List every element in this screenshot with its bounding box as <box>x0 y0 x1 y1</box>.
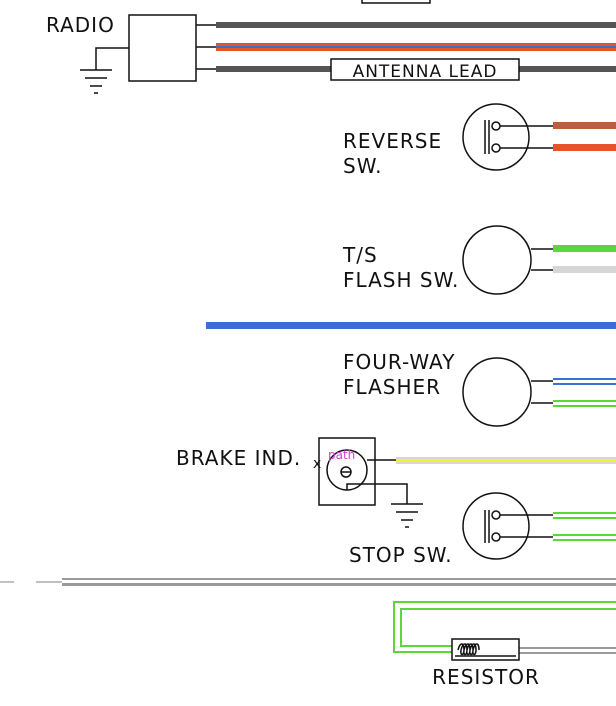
harness-wire-top <box>62 578 616 580</box>
stop-sw-label: STOP SW. <box>349 543 453 567</box>
switch-contact-icon <box>484 120 553 154</box>
four-way-flasher-body <box>462 357 532 427</box>
resistor-wire-gray-core <box>519 649 616 652</box>
resistor-loop-inner <box>400 608 616 647</box>
resistor-loop-outer <box>393 601 616 653</box>
stop-wire-1-core <box>553 514 616 517</box>
brake-ind-marker: x <box>313 456 321 472</box>
four-way-wire-blue-core <box>553 380 616 383</box>
ts-flash-label-line1: T/S <box>342 243 378 267</box>
four-way-wire-blue-top <box>553 378 616 380</box>
reverse-sw-label-line2: SW. <box>343 154 383 178</box>
ground-icon <box>391 503 423 528</box>
resistor-coil-icon <box>455 643 516 657</box>
four-way-label-line2: FLASHER <box>343 375 441 399</box>
reverse-wire-orange <box>553 144 616 151</box>
stop-switch-body <box>462 492 530 560</box>
radio-ground-lead <box>95 47 129 70</box>
brake-ind-label: BRAKE IND. <box>176 446 301 470</box>
resistor-body <box>451 638 520 661</box>
radio-wire-dark-gray <box>216 22 616 28</box>
path-annotation: path <box>328 448 355 462</box>
harness-wire-core <box>62 580 616 583</box>
ts-flash-wire-light-gray <box>553 266 616 273</box>
brake-wire-gray-bottom <box>396 462 616 464</box>
four-way-wire-blue-bottom <box>553 383 616 385</box>
radio-wire-orange-top <box>216 43 616 46</box>
antenna-lead-box <box>330 58 520 81</box>
resistor-label: RESISTOR <box>432 665 540 689</box>
four-way-wire-green-bottom <box>553 405 616 407</box>
switch-contact-icon <box>484 510 553 543</box>
four-way-label-line1: FOUR-WAY <box>343 350 455 374</box>
radio-wire-orange-bottom <box>216 48 616 51</box>
radio-wire-blue-stripe <box>216 46 616 48</box>
ts-flash-wire-green <box>553 245 616 252</box>
four-way-wire-green-top <box>553 400 616 402</box>
reverse-wire-brown <box>553 122 616 129</box>
brake-wire-gray-top <box>396 457 616 459</box>
ts-flash-switch-body <box>462 225 532 295</box>
ts-flash-label-line2: FLASH SW. <box>343 268 459 292</box>
four-way-wire-green-core <box>553 402 616 405</box>
brake-ind-housing <box>318 437 376 506</box>
ground-icon <box>80 69 112 94</box>
resistor-wire-gray-bottom <box>519 652 616 654</box>
stop-wire-1-bottom <box>553 517 616 519</box>
stop-wire-2-top <box>553 534 616 536</box>
stop-wire-2-core <box>553 536 616 539</box>
reverse-sw-label-line1: REVERSE <box>343 129 442 153</box>
radio-label: RADIO <box>46 13 115 37</box>
partial-component-box <box>361 0 431 4</box>
stop-wire-1-top <box>553 512 616 514</box>
resistor-wire-gray-top <box>519 647 616 649</box>
harness-wire-bottom <box>62 583 616 586</box>
stop-wire-2-bottom <box>553 539 616 541</box>
brake-ind-ground-lead <box>346 483 408 504</box>
reverse-switch-body <box>462 103 530 171</box>
blue-bus-wire <box>206 322 616 329</box>
brake-wire-yellow <box>396 459 616 462</box>
radio-box <box>128 14 197 82</box>
antenna-lead-label: ANTENNA LEAD <box>353 62 498 82</box>
